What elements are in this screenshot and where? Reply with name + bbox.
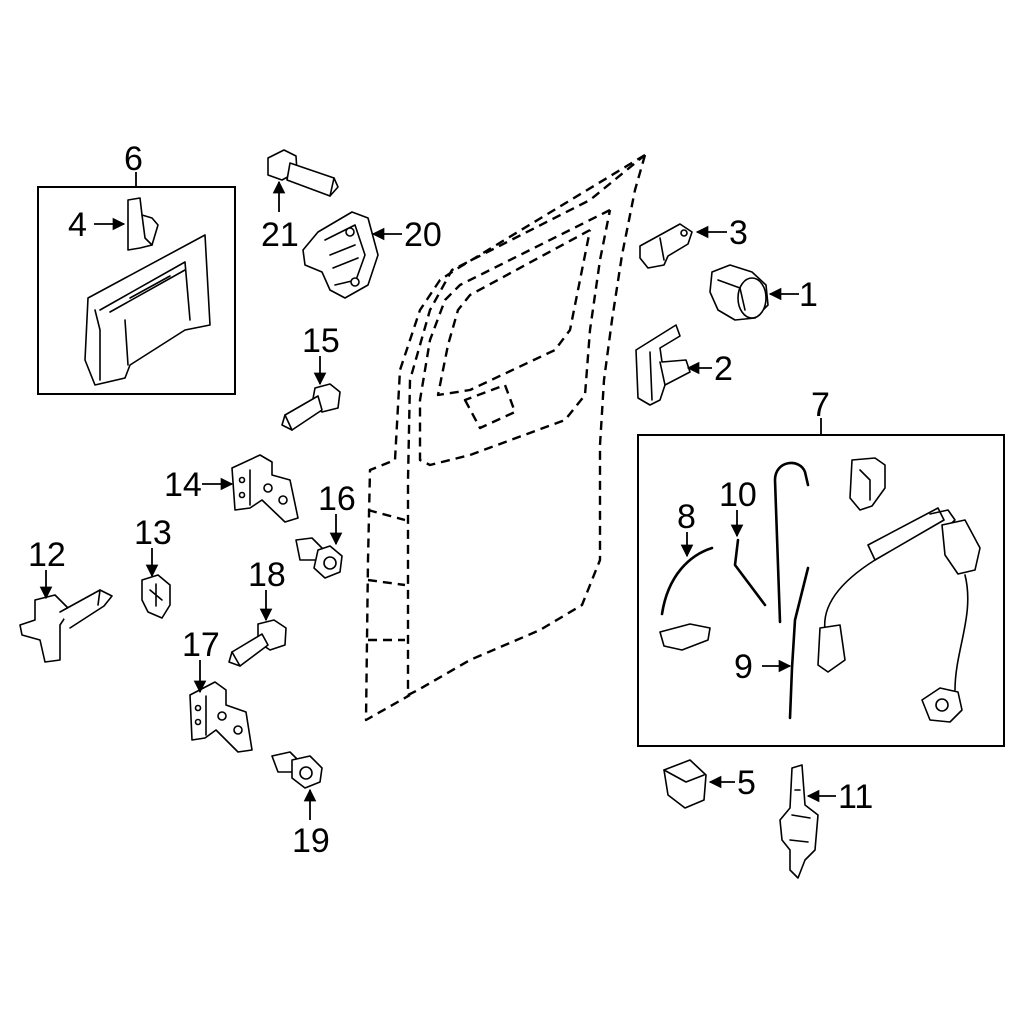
part-12-handle-bracket (19, 589, 113, 663)
callout-3: 3 (729, 214, 748, 252)
callout-19: 19 (292, 822, 330, 860)
part-7-latch-assembly (817, 507, 981, 723)
callout-7: 7 (811, 386, 830, 424)
part-18-bolt (228, 619, 287, 667)
callout-9: 9 (734, 648, 753, 686)
part-9-rod (788, 566, 810, 720)
part-16-bolt (295, 537, 343, 579)
part-10-rod (733, 538, 767, 607)
part-15-bolt (281, 383, 341, 431)
callout-21: 21 (261, 216, 299, 254)
callout-2: 2 (714, 350, 733, 388)
part-1-switch (709, 264, 769, 321)
part-4-trim-piece (127, 197, 159, 251)
part-13-clip (141, 574, 171, 619)
callout-12: 12 (28, 536, 66, 574)
callout-15: 15 (302, 322, 340, 360)
part-rod-long (773, 461, 810, 624)
part-latch-bracket (849, 457, 886, 511)
part-19-bolt (271, 751, 323, 789)
part-2-bracket (635, 324, 691, 406)
callout-10: 10 (719, 476, 757, 514)
part-14-hinge (231, 454, 299, 523)
callout-8: 8 (677, 498, 696, 536)
callout-14: 14 (164, 466, 202, 504)
callout-6: 6 (124, 140, 143, 178)
callout-20: 20 (404, 216, 442, 254)
part-group-6 (37, 186, 236, 395)
part-21-bolt (267, 149, 339, 197)
callout-1: 1 (799, 276, 818, 314)
part-group-7 (637, 434, 1005, 747)
part-5-cap (663, 759, 707, 809)
callout-13: 13 (134, 514, 172, 552)
part-6-handle-housing (84, 234, 211, 386)
callout-11: 11 (838, 778, 873, 816)
part-20-striker-plate (302, 211, 379, 299)
callout-4: 4 (68, 206, 87, 244)
callout-5: 5 (737, 764, 756, 802)
callout-18: 18 (248, 556, 286, 594)
leader-lines (39, 172, 836, 820)
callout-17: 17 (182, 626, 220, 664)
part-8-rod-clip (659, 546, 714, 651)
part-17-hinge (189, 681, 253, 753)
callout-16: 16 (318, 480, 356, 518)
part-3-clip (639, 223, 693, 269)
callout-labels: 1 2 3 4 5 6 7 8 9 10 11 12 13 14 15 16 1… (28, 140, 873, 860)
part-11-actuator (779, 764, 819, 879)
door-outline (364, 153, 647, 722)
